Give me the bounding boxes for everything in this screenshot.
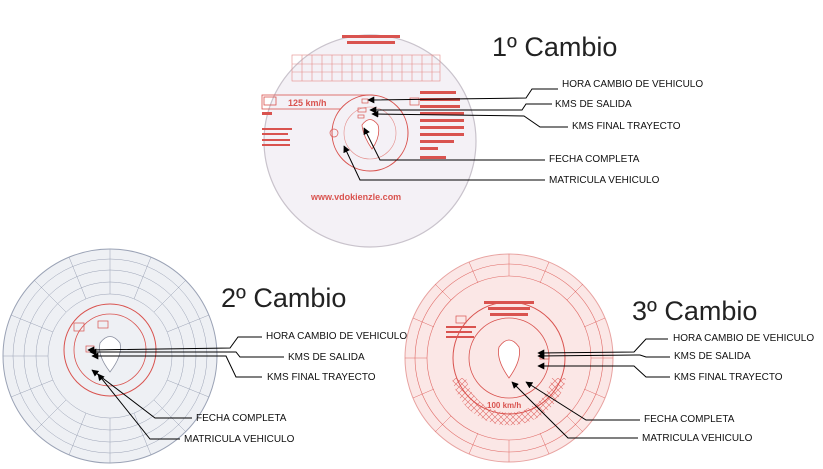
disc-2-callout-matricula: MATRICULA VEHICULO (184, 434, 295, 445)
heading-cambio-3: 3º Cambio (632, 296, 758, 326)
disc-1-top-grid (291, 54, 441, 82)
disc-1-speed-label: 125 km/h (288, 98, 327, 108)
disc-3-callout-kms-final: KMS FINAL TRAYECTO (674, 372, 783, 383)
disc-2-callout-kms-final: KMS FINAL TRAYECTO (267, 372, 376, 383)
disc-1-callout-fecha: FECHA COMPLETA (549, 154, 640, 165)
disc-2-callout-kms-salida: KMS DE SALIDA (288, 352, 365, 363)
disc-1-callout-kms-final: KMS FINAL TRAYECTO (572, 121, 681, 132)
disc-1-callout-kms-salida: KMS DE SALIDA (555, 99, 632, 110)
heading-cambio-1: 1º Cambio (492, 32, 618, 62)
disc-1-center-hole (361, 119, 380, 150)
disc-3-speed-label: 100 km/h (487, 401, 521, 410)
disc-1-callout-hora-cambio: HORA CAMBIO DE VEHICULO (562, 79, 704, 90)
disc-3-callout-fecha: FECHA COMPLETA (644, 414, 735, 425)
tachograph-disc-3: 100 km/h (404, 253, 614, 463)
disc-1-website: www.vdokienzle.com (310, 192, 401, 202)
callout-arrows (87, 88, 670, 440)
tachograph-disc-1: 125 km/h (261, 34, 477, 248)
disc-3-callout-hora-cambio: HORA CAMBIO DE VEHICULO (673, 333, 815, 344)
disc-1-callout-matricula: MATRICULA VEHICULO (549, 175, 660, 186)
heading-cambio-2: 2º Cambio (221, 283, 347, 313)
disc-3-callout-matricula: MATRICULA VEHICULO (642, 433, 753, 444)
disc-2-callout-hora-cambio: HORA CAMBIO DE VEHICULO (266, 331, 408, 342)
disc-3-callout-kms-salida: KMS DE SALIDA (674, 351, 751, 362)
disc-2-callout-fecha: FECHA COMPLETA (196, 413, 287, 424)
disc-3-center-hole (498, 339, 520, 379)
